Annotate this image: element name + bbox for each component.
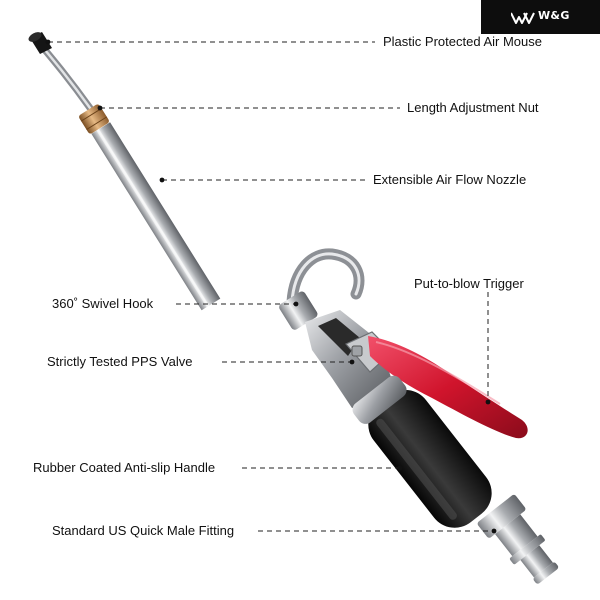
callout-fitting: Standard US Quick Male Fitting (52, 523, 235, 538)
leader-dots (45, 39, 497, 534)
leader-lines (48, 41, 494, 532)
length-adjustment-nut (79, 104, 109, 134)
trigger-lever (368, 336, 528, 439)
callout-handle: Rubber Coated Anti-slip Handle (33, 460, 216, 475)
callout-hook: 360˚ Swivel Hook (52, 296, 154, 311)
brand-name: W&G (538, 9, 570, 22)
callout-trigger: Put-to-blow Trigger (414, 276, 524, 291)
brand-logo-icon (511, 12, 535, 24)
rubber-handle (368, 389, 492, 528)
callout-valve: Strictly Tested PPS Valve (47, 354, 193, 369)
brand-badge (481, 0, 600, 34)
callout-air-mouse: Plastic Protected Air Mouse (383, 34, 542, 49)
quick-male-fitting (477, 494, 559, 584)
callout-nozzle: Extensible Air Flow Nozzle (373, 172, 527, 187)
callout-adjust-nut: Length Adjustment Nut (407, 100, 539, 115)
